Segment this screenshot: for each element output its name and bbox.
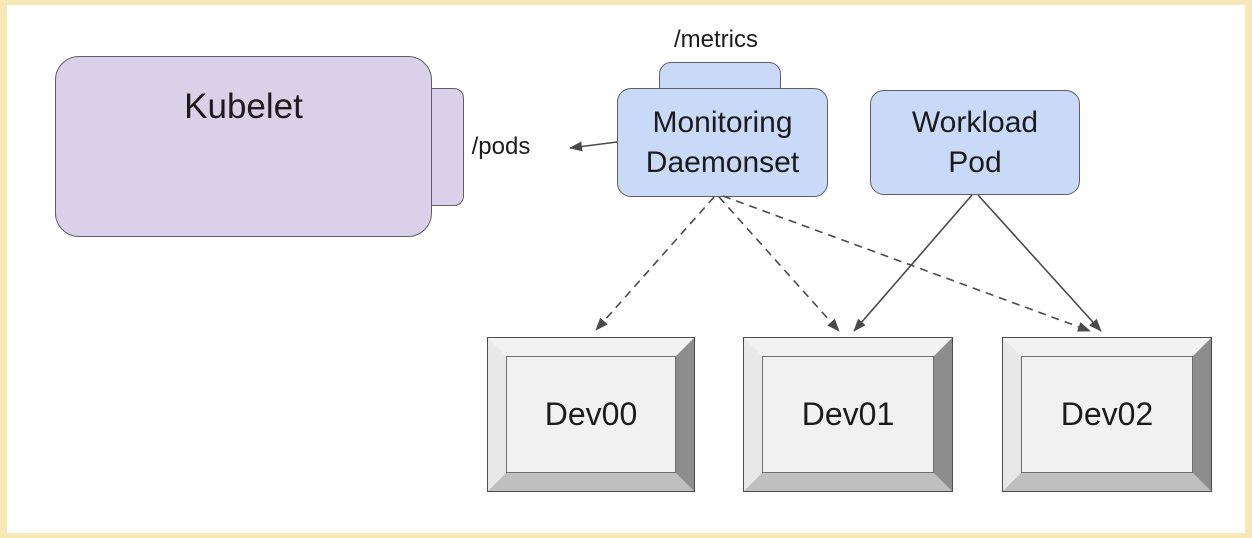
monitoring-daemonset-label-line2: Daemonset <box>645 145 800 179</box>
device-node-dev00: Dev00 <box>487 337 695 492</box>
edge-monitoring-to-dev00 <box>595 196 715 331</box>
device-bevel-frame <box>1002 337 1212 492</box>
edge-monitoring-to-dev01 <box>718 196 840 332</box>
monitoring-daemonset-label-line1: Monitoring <box>652 105 793 139</box>
edge-workload-to-dev02 <box>977 194 1102 332</box>
metrics-endpoint-label: /metrics <box>674 26 758 53</box>
device-face: Dev01 <box>762 356 934 473</box>
device-node-dev02: Dev02 <box>1002 337 1212 492</box>
edge-monitoring-to-kubelet-pods <box>569 141 618 152</box>
device-label-dev02: Dev02 <box>1060 396 1154 432</box>
device-face: Dev02 <box>1021 356 1193 473</box>
workload-pod-node: Workload Pod <box>870 90 1080 195</box>
workload-pod-label-line2: Pod <box>948 145 1002 179</box>
device-label-dev01: Dev01 <box>801 396 895 432</box>
pods-endpoint-label: /pods <box>471 133 531 160</box>
device-face: Dev00 <box>506 356 676 473</box>
edge-monitoring-to-dev02 <box>722 195 1091 332</box>
device-label-dev00: Dev00 <box>544 396 638 432</box>
monitoring-daemonset-node: Monitoring Daemonset <box>617 88 828 197</box>
edge-workload-to-dev01 <box>853 194 973 332</box>
device-bevel-frame <box>487 337 695 492</box>
device-node-dev01: Dev01 <box>743 337 953 492</box>
kubelet-node: Kubelet <box>55 56 432 237</box>
kubelet-label: Kubelet <box>184 87 303 126</box>
device-bevel-frame <box>743 337 953 492</box>
workload-pod-label-line1: Workload <box>911 105 1039 139</box>
